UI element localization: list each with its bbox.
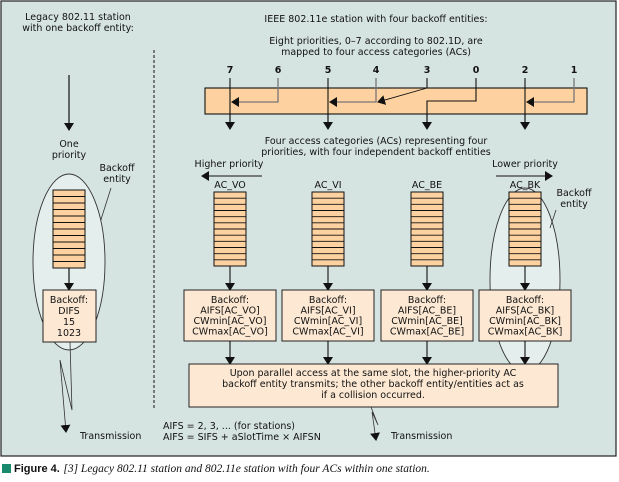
edca-entity-pointer (549, 209, 557, 229)
legacy-backoff-line: 1023 (57, 328, 81, 339)
edca-entity-2: entity (560, 199, 588, 210)
ac-backoff-line: AIFS[AC_VI] (300, 306, 355, 317)
map-1-to-2 (526, 78, 575, 107)
priority-label: 5 (325, 65, 332, 76)
ac-backoff-line: Backoff: (211, 295, 249, 306)
lower-priority-label: Lower priority (492, 159, 558, 170)
aifs-line-1: AIFS = 2, 3, ... (for stations) (163, 421, 295, 432)
ac-backoff-line: CWmin[AC_VI] (294, 316, 362, 327)
collision-line: Upon parallel access at the same slot, t… (230, 368, 517, 379)
map-4-to-5 (329, 78, 377, 107)
legacy-priority-2: priority (52, 150, 87, 161)
ac-backoff-box (281, 289, 375, 342)
collision-line: backoff entity transmits; the other back… (222, 379, 524, 390)
ac-column-ac_be: AC_BE Backoff:AIFS[AC_BE]CWmin[AC_BE]CWma… (380, 180, 474, 365)
aifs-line-2: AIFS = SIFS + aSlotTime × AIFSN (163, 432, 321, 443)
collision-line: if a collision occurred. (321, 390, 425, 401)
legacy-entity-1: Backoff (99, 163, 135, 174)
edca-acs-2: priorities, with four independent backof… (261, 147, 491, 158)
legacy-entity-2: entity (103, 174, 131, 185)
legacy-title-1: Legacy 802.11 station (25, 12, 131, 23)
ac-backoff-line: CWmax[AC_BE] (390, 327, 464, 338)
ac-name-label: AC_VI (314, 180, 341, 191)
legacy-backoff-line: DIFS (58, 306, 79, 317)
priority-labels: 7 6 5 4 3 0 2 1 (227, 65, 578, 76)
edca-transmission-bolt (370, 406, 380, 441)
higher-priority-label: Higher priority (195, 159, 264, 170)
map-3-to-4 (377, 87, 428, 105)
ac-name-label: AC_VO (214, 180, 246, 191)
priority-label: 1 (571, 65, 578, 76)
ac-backoff-line: Backoff: (309, 295, 347, 306)
ac-column-ac_vi: AC_VI Backoff:AIFS[AC_VI]CWmin[AC_VI]CWma… (281, 180, 375, 365)
ac-columns: AC_VOBackoff:AIFS[AC_VO]CWmin[AC_VO]CWma… (183, 180, 572, 365)
legacy-queue (52, 189, 86, 269)
ac-backoff-line: CWmax[AC_BK] (488, 327, 563, 338)
priority-label: 3 (424, 65, 431, 76)
priority-label: 6 (275, 65, 282, 76)
figure-diagram: Legacy 802.11 station with one backoff e… (0, 0, 617, 457)
legacy-backoff-line: 15 (63, 317, 75, 328)
priority-label: 2 (522, 65, 529, 76)
priority-label: 0 (473, 65, 480, 76)
edca-title: IEEE 802.11e station with four backoff e… (264, 14, 487, 25)
ac-column-ac_bk: AC_BK Backoff:AIFS[AC_BK]CWmin[AC_BK]CWma… (478, 180, 572, 365)
caption-label: Figure 4. (14, 463, 60, 475)
ac-backoff-line: CWmax[AC_VI] (292, 327, 363, 338)
ac-backoff-line: CWmin[AC_VO] (194, 316, 267, 327)
legacy-priority-1: One (59, 139, 78, 150)
figure-caption: Figure 4. [3] Legacy 802.11 station and … (2, 462, 430, 475)
collision-box (188, 363, 559, 408)
ac-name-label: AC_BE (412, 180, 442, 191)
edca-mapping-1: Eight priorities, 0–7 according to 802.1… (269, 36, 483, 47)
ac-backoff-line: CWmax[AC_VO] (192, 327, 268, 338)
ac-backoff-line: AIFS[AC_VO] (200, 306, 260, 317)
ac-column-ac_vo: AC_VO Backoff:AIFS[AC_VO]CWmin[AC_VO]CWma… (183, 180, 277, 365)
ac-backoff-line: Backoff: (408, 295, 446, 306)
ac-backoff-line: AIFS[AC_BE] (398, 306, 456, 317)
ac-name-label: AC_BK (510, 180, 541, 191)
edca-entity-1: Backoff (556, 188, 592, 199)
priority-label: 7 (227, 65, 234, 76)
legacy-transmission-bolt (59, 341, 73, 433)
caption-square-icon (2, 464, 11, 473)
ac-backoff-line: Backoff: (506, 295, 544, 306)
collision-text: Upon parallel access at the same slot, t… (222, 368, 524, 401)
legacy-backoff-box (42, 289, 97, 343)
legacy-title-2: with one backoff entity: (22, 23, 134, 34)
map-6-to-7 (231, 78, 279, 107)
edca-transmission-label: Transmission (390, 431, 452, 442)
ac-backoff-line: CWmin[AC_BE] (391, 316, 463, 327)
edca-acs-1: Four access categories (ACs) representin… (265, 136, 488, 147)
ac-backoff-box (183, 289, 277, 342)
priority-mapping-bar (204, 87, 588, 115)
priority-label: 4 (373, 65, 380, 76)
ac-backoff-line: AIFS[AC_BK] (496, 306, 555, 317)
legacy-transmission-label: Transmission (79, 431, 141, 442)
ac-backoff-line: CWmin[AC_BK] (489, 316, 561, 327)
caption-text: [3] Legacy 802.11 station and 802.11e st… (63, 463, 430, 475)
ac-down-arrows (225, 114, 530, 130)
legacy-backoff-line: Backoff: (50, 295, 88, 306)
edca-mapping-2: mapped to four access categories (ACs) (281, 47, 471, 58)
